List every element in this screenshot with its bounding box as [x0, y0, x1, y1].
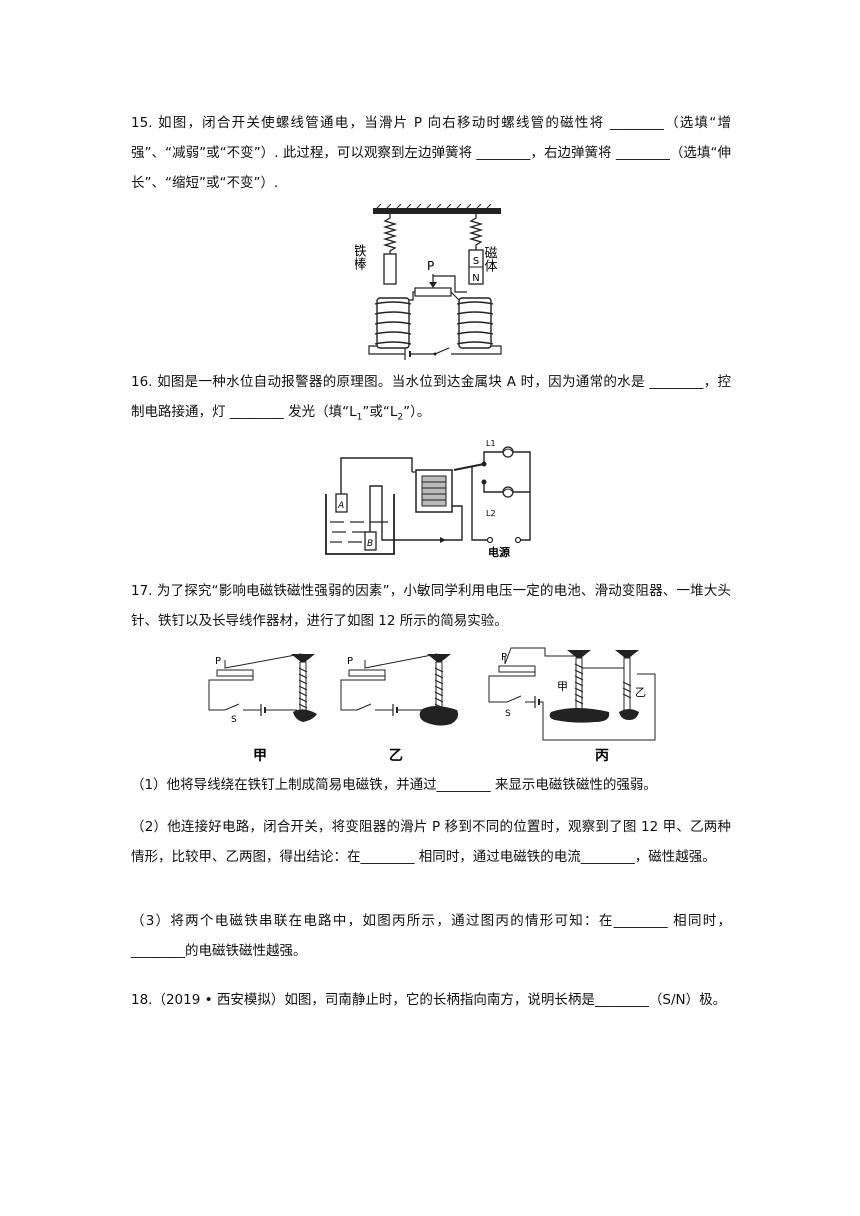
iron-rod-label: 铁棒: [355, 244, 366, 270]
svg-text:P: P: [215, 656, 221, 667]
magnet-pole-s: S: [473, 256, 479, 267]
svg-text:甲: 甲: [557, 680, 568, 693]
slider-p-label: P: [427, 259, 434, 273]
magnet-pole-n: N: [472, 273, 479, 284]
question-17-part-1: （1）他将导线绕在铁钉上制成简易电磁铁，并通过________ 来显示电磁铁磁性…: [131, 777, 657, 793]
lamp-l1-label: L1: [486, 439, 496, 448]
water-level-alarm-figure: A B L1 L2 电源: [322, 436, 536, 562]
svg-text:P: P: [347, 656, 353, 667]
lamp-l2-label: L2: [486, 509, 496, 518]
metal-block-a-label: A: [337, 501, 344, 511]
question-15-text: 15. 如图，闭合开关使螺线管通电，当滑片 P 向右移动时螺线管的磁性将 ___…: [131, 115, 731, 191]
metal-block-b-label: B: [367, 539, 373, 549]
question-18-text: 18.（2019 • 西安模拟）如图，司南静止时，它的长柄指向南方，说明长柄是_…: [131, 992, 727, 1008]
panel-jia: P S 甲: [208, 653, 317, 764]
svg-text:乙: 乙: [389, 748, 403, 764]
svg-text:甲: 甲: [253, 748, 267, 764]
svg-text:S: S: [505, 709, 511, 719]
svg-text:丙: 丙: [595, 748, 609, 764]
electromagnet-experiment-figure: P S 甲 P: [205, 646, 665, 772]
question-17-intro: 17. 为了探究“影响电磁铁磁性强弱的因素”，小敏同学利用电压一定的电池、滑动变…: [131, 583, 731, 629]
svg-text:P: P: [501, 652, 507, 663]
solenoid-spring-figure: S N 铁棒 磁体 P: [351, 203, 515, 364]
question-17-part-2: （2）他连接好电路，闭合开关，将变阻器的滑片 P 移到不同的位置时，观察到了图 …: [131, 819, 731, 865]
svg-text:S: S: [231, 715, 237, 725]
power-supply-label: 电源: [488, 545, 510, 558]
question-17-part-3: （3）将两个电磁铁串联在电路中，如图丙所示，通过图丙的情形可知：在_______…: [131, 913, 731, 959]
question-16-text: 16. 如图是一种水位自动报警器的原理图。当水位到达金属块 A 时，因为通常的水…: [131, 374, 731, 423]
panel-bing: P S 甲 乙 丙: [488, 647, 656, 764]
magnet-label: 磁体: [482, 246, 498, 272]
svg-text:乙: 乙: [635, 686, 646, 699]
panel-yi: P 乙: [340, 653, 459, 764]
